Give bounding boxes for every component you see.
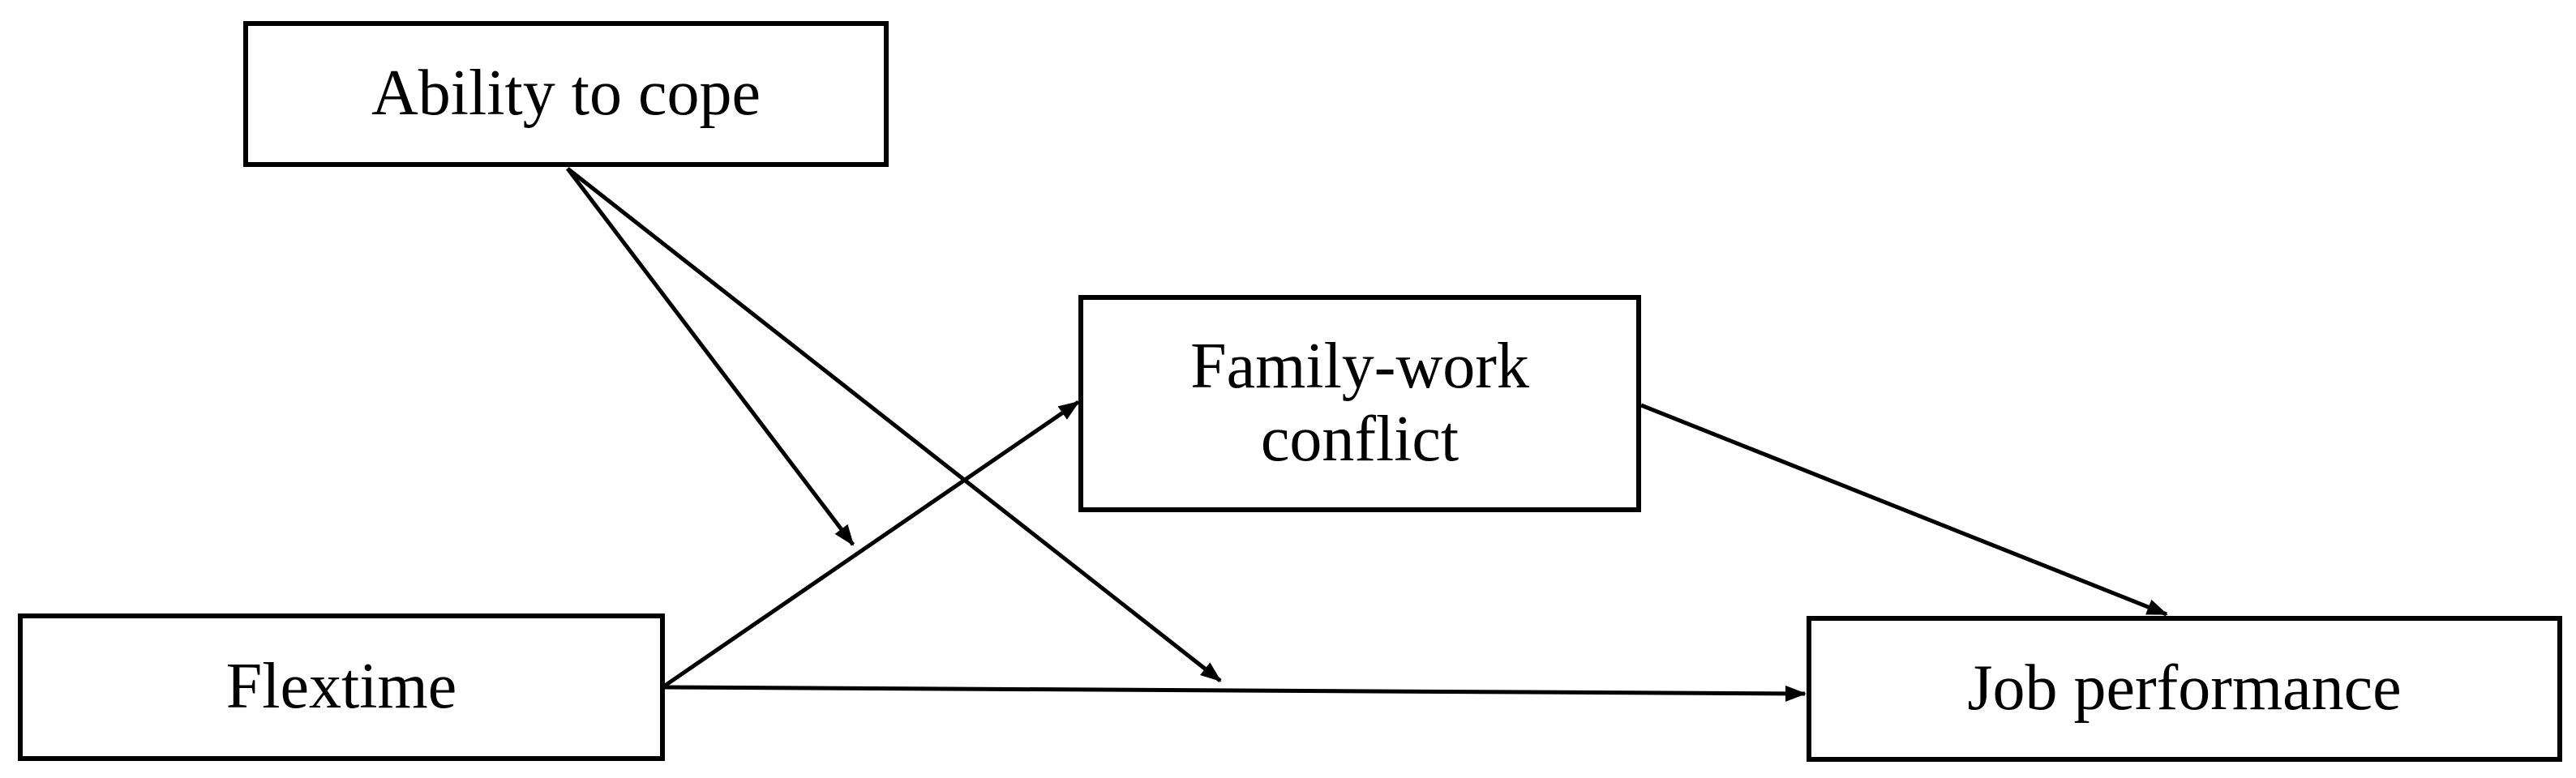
node-family-work-conflict: Family-work conflict bbox=[1078, 295, 1641, 512]
node-ability-to-cope: Ability to cope bbox=[243, 21, 889, 167]
arrow-flextime-to-job bbox=[664, 685, 1807, 702]
node-label: Flextime bbox=[225, 651, 457, 723]
arrow-ability-to-moderation-fwc bbox=[566, 167, 855, 546]
node-label: Family-work conflict bbox=[1190, 331, 1529, 475]
node-job-performance: Job performance bbox=[1807, 616, 2562, 762]
node-flextime: Flextime bbox=[18, 613, 665, 761]
arrow-flextime-to-fwc bbox=[663, 400, 1080, 688]
node-label: Ability to cope bbox=[371, 58, 761, 130]
arrow-fwc-to-job bbox=[1640, 403, 2168, 617]
node-label: Job performance bbox=[1967, 652, 2402, 725]
arrow-ability-to-moderation-job bbox=[566, 167, 1222, 682]
